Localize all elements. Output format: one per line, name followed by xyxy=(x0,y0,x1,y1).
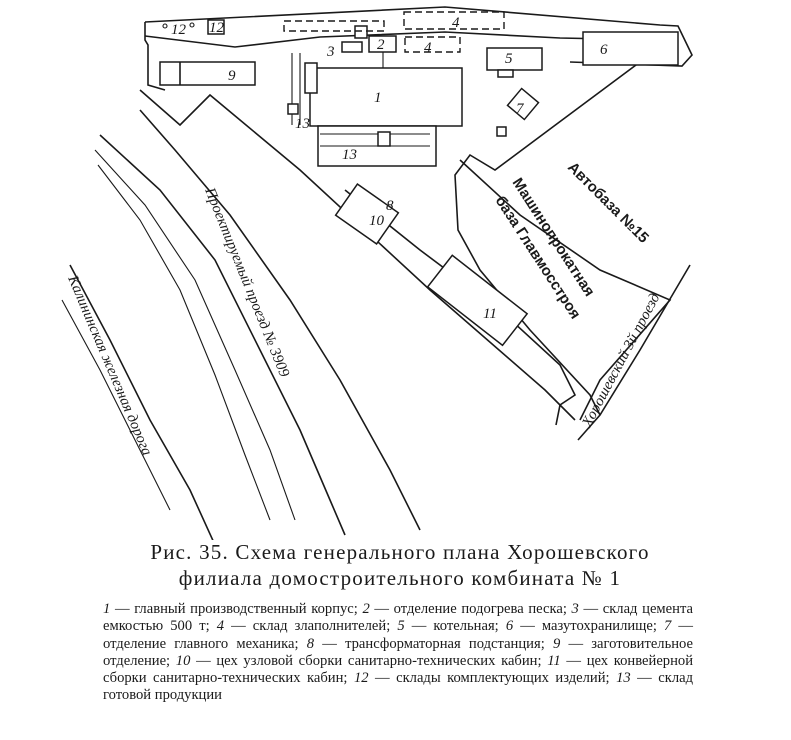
label-13a: 13 xyxy=(295,116,310,132)
building-row-line xyxy=(344,189,577,426)
legend-number: 13 xyxy=(616,670,631,687)
site-boundary xyxy=(144,6,693,67)
legend-text: склад готовой продукции xyxy=(103,670,694,704)
legend-item: 2 — отделение подогрева песка; xyxy=(362,601,567,617)
label-8: 8 xyxy=(386,198,394,214)
label-4b: 4 xyxy=(424,40,432,56)
legend-text: склады комплектующих изделий; xyxy=(396,670,610,687)
label-4a: 4 xyxy=(452,15,460,31)
legend-text: мазутохранилище; xyxy=(541,618,657,635)
legend-number: 8 xyxy=(306,635,315,652)
legend-item: 8 — трансформаторная подстанция; xyxy=(306,635,545,652)
label-1: 1 xyxy=(374,90,382,106)
building-4c xyxy=(404,36,461,53)
legend-item: 1 — главный производственный корпус; xyxy=(103,601,358,617)
label-9: 9 xyxy=(228,68,236,84)
legend-text: заготовительное отделение; xyxy=(103,635,694,669)
building-13b xyxy=(287,103,299,115)
site-west-edge xyxy=(144,22,166,91)
label-12a: 12 xyxy=(171,22,187,38)
legend-text: трансформаторная подстанция; xyxy=(345,635,545,652)
label-11: 11 xyxy=(483,306,497,322)
legend-number: 4 xyxy=(216,618,225,635)
khoroshevsky-label: Хорошевский 3й проезд xyxy=(579,290,664,430)
road-curve-3 xyxy=(99,134,346,536)
legend-number: 11 xyxy=(547,652,561,669)
autobase-boundary xyxy=(459,159,672,421)
label-2: 2 xyxy=(377,37,385,53)
road-curve-4 xyxy=(94,149,296,521)
legend-item: 10 — цех узловой сборки санитарно-технич… xyxy=(175,652,542,669)
building-7 xyxy=(506,87,540,121)
building-4a xyxy=(403,11,505,30)
legend-text: цех узловой сборки санитарно-технических… xyxy=(216,652,542,669)
legend-text: склад злаполнителей; xyxy=(252,618,391,635)
khoroshevsky-road xyxy=(577,264,691,441)
legend-number: 1 xyxy=(103,601,111,617)
figure-legend: 1 — главный производственный корпус; 2 —… xyxy=(103,601,693,705)
building-9 xyxy=(159,61,256,86)
legend-item: 6 — мазутохранилище; xyxy=(505,618,657,635)
building-12 xyxy=(207,19,225,35)
railway-line-1 xyxy=(69,264,214,540)
legend-text: отделение подогрева песка; xyxy=(393,601,567,617)
legend-number: 7 xyxy=(664,618,672,635)
legend-number: 6 xyxy=(505,618,514,635)
label-13b: 13 xyxy=(342,147,357,163)
building-11 xyxy=(426,254,529,347)
legend-number: 3 xyxy=(571,601,579,617)
building-5 xyxy=(486,47,543,71)
legend-text: котельная; xyxy=(433,618,499,635)
site-inner-road xyxy=(144,31,661,48)
site-plan-drawing: 1 2 3 4 4 5 6 7 8 9 10 11 12 12 13 13 Пр… xyxy=(61,6,693,540)
legend-item: 11 — цех конвейерной сборки санитарно-те… xyxy=(103,652,694,687)
legend-text: отделение главного механика; xyxy=(103,635,299,652)
building-8 xyxy=(496,126,507,137)
label-6: 6 xyxy=(600,42,608,58)
legend-item: 12 — склады комплектующих изделий; xyxy=(353,670,610,687)
machine-base-boundary xyxy=(454,61,641,416)
label-10: 10 xyxy=(369,213,385,229)
building-3 xyxy=(341,41,363,53)
building-1 xyxy=(309,67,463,127)
building-6 xyxy=(582,31,679,66)
legend-number: 12 xyxy=(353,670,369,687)
road-curve-1 xyxy=(139,89,576,421)
legend-number: 10 xyxy=(175,652,191,669)
legend-item: 9 — заготовительное отделение; xyxy=(103,635,694,669)
road-curve-5 xyxy=(97,164,271,521)
legend-item: 13 — склад готовой продукции xyxy=(103,670,694,704)
legend-number: 2 xyxy=(362,601,370,617)
label-7: 7 xyxy=(516,101,525,117)
label-12b: 12 xyxy=(209,20,225,36)
label-3: 3 xyxy=(326,44,335,60)
figure-caption-line-1: Рис. 35. Схема генерального плана Хороше… xyxy=(150,540,650,564)
legend-text: цех конвейерной сборки санитарно-техниче… xyxy=(103,652,694,687)
legend-number: 9 xyxy=(552,635,561,652)
road-curve-2 xyxy=(139,109,421,531)
railway-label: Калининская железная дорога xyxy=(64,272,155,458)
autobase-label: Автобаза №15 xyxy=(564,159,652,247)
building-10 xyxy=(334,183,400,245)
railway-line-2 xyxy=(61,299,171,511)
legend-item: 5 — котельная; xyxy=(397,618,499,635)
legend-text: главный производственный корпус; xyxy=(134,601,358,617)
building-4b xyxy=(283,20,385,32)
legend-text: склад цемента емкостью 500 т; xyxy=(103,601,693,635)
legend-item: 7 — отделение главного механика; xyxy=(103,618,694,652)
legend-item: 3 — склад цемента емкостью 500 т; xyxy=(103,601,693,635)
projected-road-label: Проектируемый проезд № 3909 xyxy=(201,185,292,380)
label-5: 5 xyxy=(505,51,513,67)
legend-number: 5 xyxy=(397,618,405,635)
figure-caption-line-2: филиала домостроительного комбината № 1 xyxy=(178,566,622,590)
legend-item: 4 — склад злаполнителей; xyxy=(216,618,391,635)
